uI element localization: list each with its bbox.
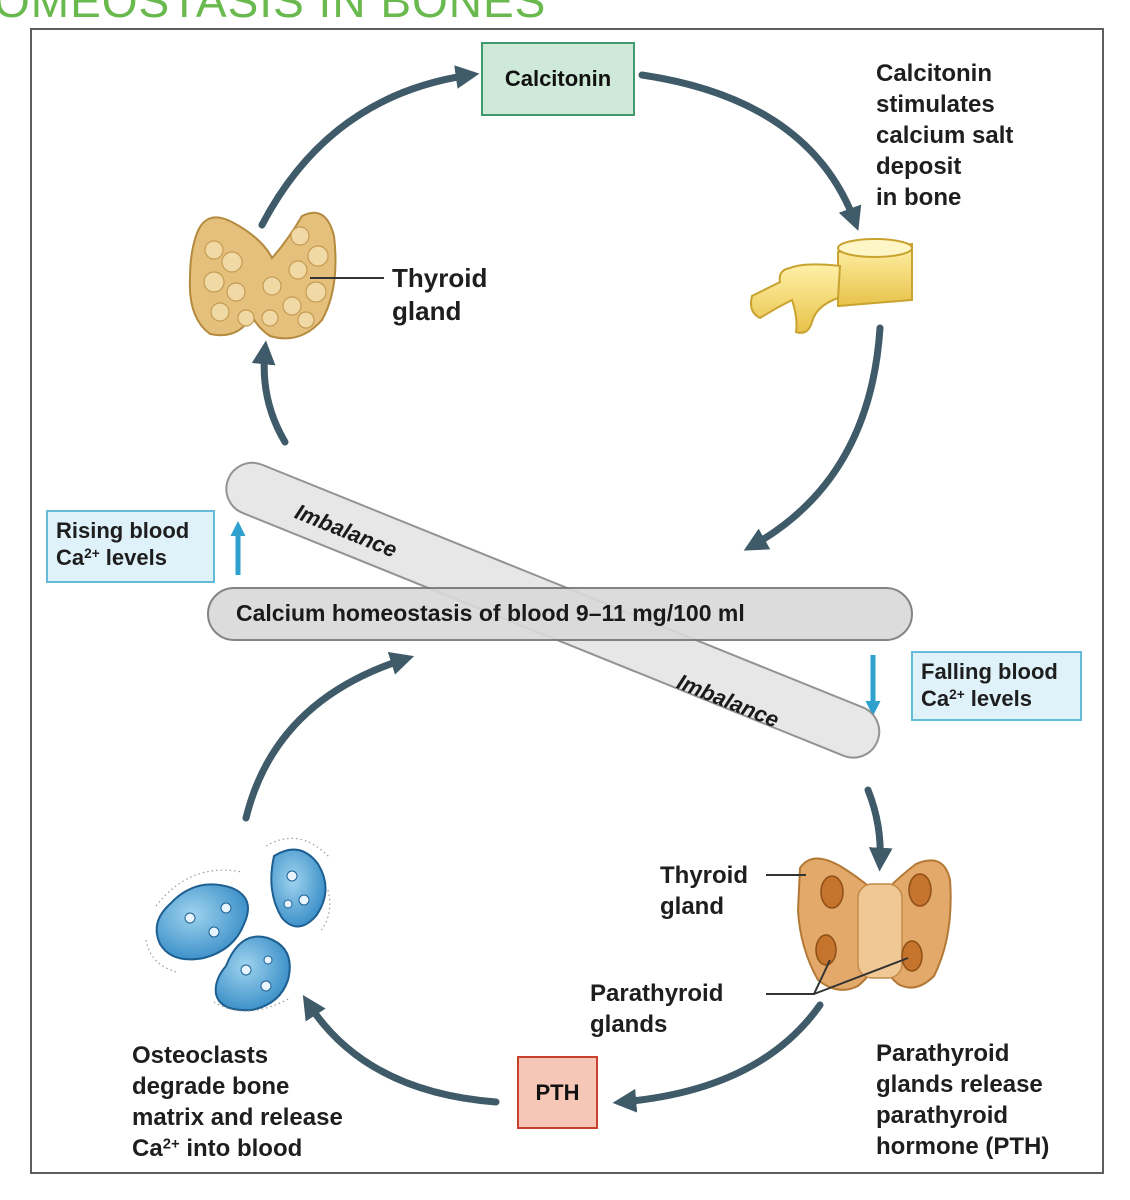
falling-line1: Falling blood [921,659,1058,684]
arrow-parathyroid-to-pth [612,1001,824,1113]
parathyroid-leader-line [766,957,909,995]
arrow-bone-to-homeostasis [743,324,884,551]
arrow-osteoclasts-to-homeostasis [242,651,415,822]
arrow-calcitonin-to-bone [638,71,862,231]
lower-thyroid-gland-label: Thyroid gland [660,862,748,920]
thyroid-gland-label: Thyroid gland [392,263,488,326]
arrow-thyroid-to-calcitonin [258,65,480,229]
homeostasis-label: Calcium homeostasis of blood 9–11 mg/100… [236,600,745,626]
pth-box: PTH [517,1056,598,1129]
calcitonin-effect-label: Calcitonin stimulates calcium salt depos… [876,60,1014,211]
thyroid-gland-illustration [188,211,337,340]
page-title: OMEOSTASIS IN BONES [0,0,547,27]
osteoclasts-illustration [145,837,331,1012]
falling-blood-calcium-box: Falling blood Ca2+ levels [911,651,1082,721]
parathyroid-illustration [796,857,952,991]
arrow-pth-to-osteoclasts [302,994,500,1106]
homeostasis-bar [207,587,913,641]
calcitonin-box: Calcitonin [481,42,635,116]
rising-blood-calcium-box: Rising blood Ca2+ levels [46,510,215,583]
arrow-imbalance-to-parathyroid [864,786,893,872]
bone-illustration [750,238,913,334]
osteoclasts-label: Osteoclasts degrade bone matrix and rele… [132,1042,343,1162]
falling-line2: Ca2+ levels [921,686,1032,711]
arrow-imbalance-to-thyroid [251,340,289,446]
parathyroid-glands-label: Parathyroid glands [590,980,724,1038]
parathyroid-release-label: Parathyroid glands release parathyroid h… [876,1040,1050,1160]
rising-line2: Ca2+ levels [56,545,167,570]
rising-line1: Rising blood [56,518,190,543]
